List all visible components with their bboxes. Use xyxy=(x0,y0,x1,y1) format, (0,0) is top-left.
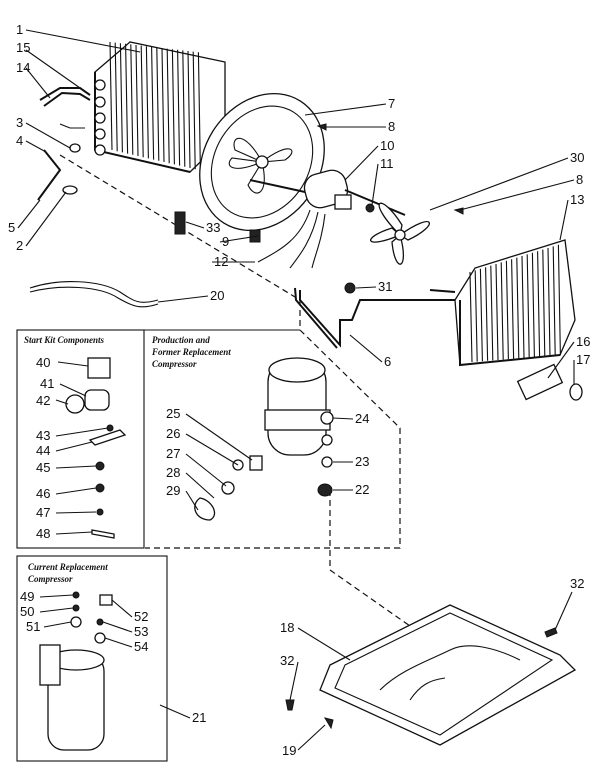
condenser-coil xyxy=(94,41,226,173)
label-8a: 8 xyxy=(388,119,395,134)
label-17: 17 xyxy=(576,352,590,367)
current-compressor xyxy=(39,591,113,751)
label-47: 47 xyxy=(36,505,50,520)
label-46: 46 xyxy=(36,486,50,501)
insulation-tube xyxy=(516,363,583,401)
fan-shroud xyxy=(199,92,325,232)
label-22: 22 xyxy=(355,482,369,497)
label-13: 13 xyxy=(570,192,584,207)
label-50: 50 xyxy=(20,604,34,619)
label-48: 48 xyxy=(36,526,50,541)
label-24: 24 xyxy=(355,411,369,426)
label-1: 1 xyxy=(16,22,23,37)
label-11: 11 xyxy=(380,156,394,171)
label-26: 26 xyxy=(166,426,180,441)
label-2: 2 xyxy=(16,238,23,253)
label-25: 25 xyxy=(166,406,180,421)
evaporator-coil xyxy=(454,239,576,367)
label-32b: 32 xyxy=(280,653,294,668)
label-16: 16 xyxy=(576,334,590,349)
label-54: 54 xyxy=(134,639,148,654)
label-30: 30 xyxy=(570,150,584,165)
label-53: 53 xyxy=(134,624,148,639)
fan-motor xyxy=(249,169,406,216)
label-31: 31 xyxy=(378,279,392,294)
label-14: 14 xyxy=(16,60,30,75)
current-caption-line2: Compressor xyxy=(28,574,73,584)
start-kit-parts xyxy=(65,357,127,539)
label-3: 3 xyxy=(16,115,23,130)
label-23: 23 xyxy=(355,454,369,469)
label-51: 51 xyxy=(26,619,40,634)
production-caption-line1: Production and xyxy=(152,335,210,345)
leader-lines xyxy=(17,29,575,751)
label-41: 41 xyxy=(40,376,54,391)
current-replacement-box: Current Replacement Compressor xyxy=(16,555,168,762)
label-28: 28 xyxy=(166,465,180,480)
blower-fan xyxy=(370,202,430,265)
label-10: 10 xyxy=(380,138,394,153)
label-27: 27 xyxy=(166,446,180,461)
label-5: 5 xyxy=(8,220,15,235)
label-43: 43 xyxy=(36,428,50,443)
label-6: 6 xyxy=(384,354,391,369)
label-45: 45 xyxy=(36,460,50,475)
label-49: 49 xyxy=(20,589,34,604)
label-29: 29 xyxy=(166,483,180,498)
screws xyxy=(285,627,558,730)
production-compressor xyxy=(194,357,334,521)
label-40: 40 xyxy=(36,355,50,370)
label-12: 12 xyxy=(214,254,228,269)
label-44: 44 xyxy=(36,443,50,458)
production-caption-line2: Former Replacement xyxy=(151,347,231,357)
label-20: 20 xyxy=(210,288,224,303)
label-18: 18 xyxy=(280,620,294,635)
mounting-bracket xyxy=(37,143,81,201)
label-7: 7 xyxy=(388,96,395,111)
production-caption-line3: Compressor xyxy=(152,359,197,369)
part-labels: 1 15 14 3 4 5 2 7 8 10 11 30 8 13 33 9 1… xyxy=(8,22,590,758)
label-8b: 8 xyxy=(576,172,583,187)
current-caption-line1: Current Replacement xyxy=(28,562,108,572)
label-4: 4 xyxy=(16,133,23,148)
label-19: 19 xyxy=(282,743,296,758)
start-kit-box: Start Kit Components xyxy=(16,329,300,549)
label-15: 15 xyxy=(16,40,30,55)
motor-wiring xyxy=(257,209,326,269)
label-9: 9 xyxy=(222,234,229,249)
suction-tube xyxy=(294,287,456,349)
label-32a: 32 xyxy=(570,576,584,591)
label-42: 42 xyxy=(36,393,50,408)
start-kit-caption: Start Kit Components xyxy=(24,335,105,345)
label-21: 21 xyxy=(192,710,206,725)
capillary-tube xyxy=(29,281,159,308)
base-pan xyxy=(319,604,577,746)
label-52: 52 xyxy=(134,609,148,624)
label-33: 33 xyxy=(206,220,220,235)
